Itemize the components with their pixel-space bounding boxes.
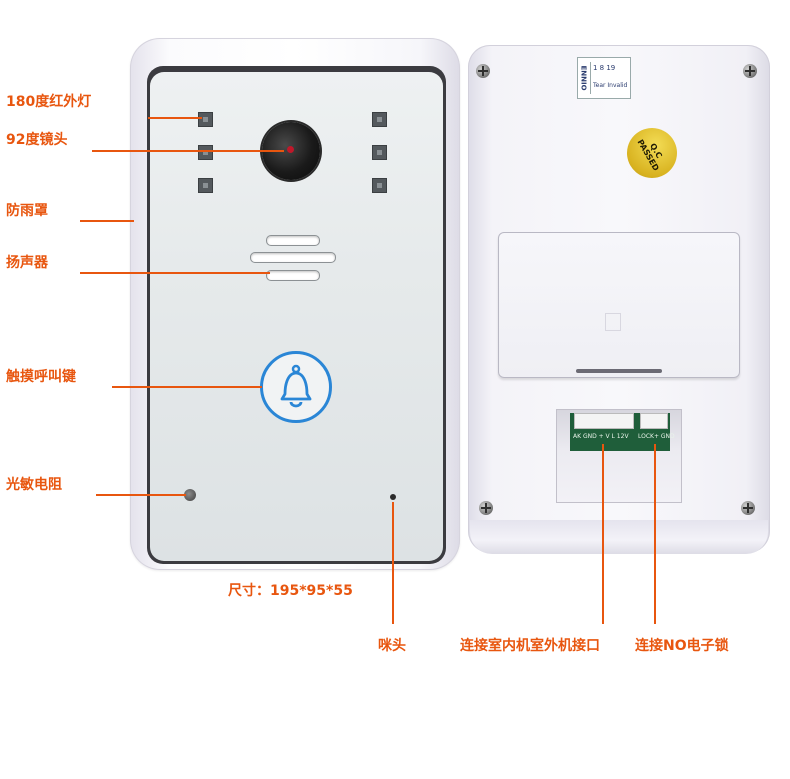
screw-icon (479, 501, 493, 515)
back-housing-rim (470, 520, 768, 554)
leader-speaker (80, 272, 270, 274)
main-connector (574, 413, 634, 429)
pcb-lock-text: LOCK+ GND (638, 433, 675, 440)
ir-led (198, 112, 213, 127)
leader-lens (92, 150, 284, 152)
ir-led (198, 145, 213, 160)
label-microphone: 咪头 (378, 638, 406, 654)
lock-connector (640, 413, 668, 429)
speaker-slot (266, 235, 320, 246)
leader-lock-port (654, 444, 656, 624)
sticker-brand: ENNIO (579, 65, 588, 91)
screw-icon (476, 64, 490, 78)
bell-icon (280, 364, 312, 408)
leader-call-button (112, 386, 262, 388)
leader-ir (148, 117, 202, 119)
label-lock-port: 连接NO电子锁 (635, 638, 729, 654)
label-call-button: 触摸呼叫键 (6, 369, 76, 385)
pcb-port-text: AK GND + V L 12V (573, 433, 629, 440)
leader-rain-cover (80, 220, 134, 222)
screw-icon (741, 501, 755, 515)
cover-slot (576, 369, 662, 373)
label-lens: 92度镜头 (6, 132, 68, 148)
call-button[interactable] (260, 351, 332, 423)
microphone-hole (390, 494, 396, 500)
cover-mark (605, 313, 621, 331)
label-rain-cover: 防雨罩 (6, 203, 48, 219)
ir-led (198, 178, 213, 193)
label-speaker: 扬声器 (6, 255, 48, 271)
label-dimensions: 尺寸：195*95*55 (228, 583, 353, 599)
ir-led (372, 178, 387, 193)
battery-cover (498, 232, 740, 378)
speaker-slot (250, 252, 336, 263)
ir-led (372, 112, 387, 127)
warranty-sticker: ENNIO 1 8 19 Tear Invalid (577, 57, 631, 99)
label-ir-light: 180度红外灯 (6, 94, 92, 110)
screw-icon (743, 64, 757, 78)
photoresistor (184, 489, 196, 501)
leader-indoor-port (602, 444, 604, 624)
label-photoresistor: 光敏电阻 (6, 477, 62, 493)
lens-center-dot (287, 146, 294, 153)
qc-passed-text: Q.C PASSED (635, 138, 664, 173)
sticker-nums: 1 8 19 (593, 64, 616, 72)
leader-photoresistor (96, 494, 186, 496)
leader-microphone (392, 502, 394, 624)
sticker-tear: Tear Invalid (593, 82, 628, 89)
ir-led (372, 145, 387, 160)
speaker-slot (266, 270, 320, 281)
label-indoor-port: 连接室内机室外机接口 (460, 638, 600, 654)
